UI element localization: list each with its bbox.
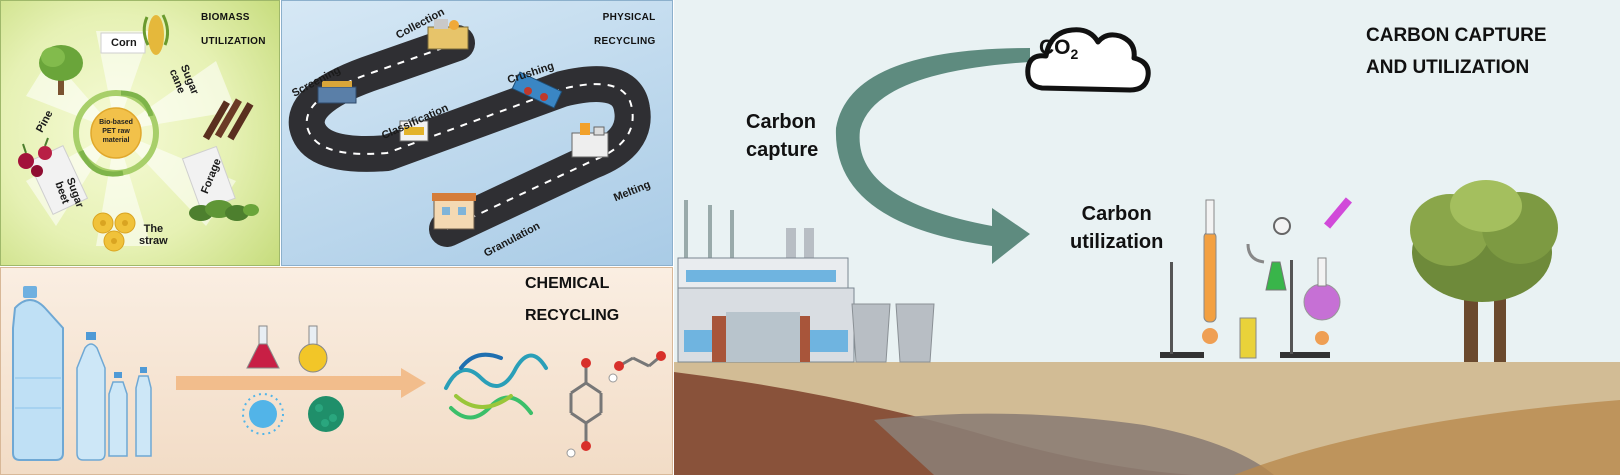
ccu-title-line1: CARBON CAPTURE	[1366, 25, 1547, 46]
corn-label: Corn	[111, 37, 137, 49]
yellow-flask-icon	[298, 325, 328, 373]
soil-layer-gray	[874, 413, 1274, 475]
biomass-title: BIOMASS UTILIZATION	[201, 6, 266, 54]
tree-icon	[39, 45, 83, 95]
physical-title-line2: RECYCLING	[594, 36, 656, 47]
center-label-line3: material	[102, 137, 130, 144]
center-label: Bio-based PET raw material	[99, 118, 133, 145]
center-disc	[90, 107, 142, 159]
co2-text: CO	[1039, 36, 1071, 59]
granulation-building-icon	[432, 193, 476, 230]
chemical-title: CHEMICAL RECYCLING	[525, 268, 619, 332]
carbon-capture-label-line1: Carbon	[746, 111, 816, 133]
biomass-title-line1: BIOMASS	[201, 12, 250, 23]
classification-station-icon	[399, 120, 429, 142]
process-arrow	[176, 368, 426, 398]
forage-icon	[189, 200, 259, 221]
ccu-title: CARBON CAPTURE AND UTILIZATION	[1366, 20, 1547, 84]
center-label-line1: Bio-based	[99, 119, 133, 126]
physical-title-line1: PHYSICAL	[602, 12, 656, 23]
chemical-title-line2: RECYCLING	[525, 307, 620, 324]
co2-subscript: 2	[1070, 46, 1079, 63]
chemical-illustration	[12, 286, 666, 461]
carbon-utilization-label-line2: utilization	[1070, 231, 1164, 253]
chemical-title-line1: CHEMICAL	[525, 275, 610, 292]
red-flask-icon	[246, 325, 280, 369]
ccu-illustration	[674, 27, 1620, 475]
sugar-beet-icon	[18, 137, 52, 177]
crushing-station-icon	[511, 71, 563, 109]
ccu-title-line2: AND UTILIZATION	[1366, 57, 1530, 78]
road-illustration	[288, 19, 651, 247]
melting-factory-icon	[571, 123, 609, 158]
biomass-illustration	[18, 14, 259, 252]
straw-label-line2: straw	[139, 235, 168, 247]
straw-label-line1: The	[143, 223, 164, 235]
factory-icon	[677, 200, 855, 363]
protein-structure-icon	[444, 352, 548, 420]
physical-title: PHYSICAL RECYCLING	[594, 6, 656, 54]
straw-bale-icon	[92, 212, 136, 252]
leaf-arrow-icon-2	[120, 90, 154, 117]
carbon-utilization-label: Carbon utilization	[1070, 200, 1163, 256]
medium-bottle-icon	[108, 372, 128, 457]
straw-label: The straw	[139, 223, 168, 247]
screening-station-icon	[317, 81, 357, 104]
biomass-utilization-panel: BIOMASS UTILIZATION Bio-based PET raw ma…	[0, 0, 280, 266]
large-bottle-icon	[76, 332, 106, 461]
carbon-capture-label-line2: capture	[746, 139, 819, 161]
collection-station-icon	[427, 19, 469, 50]
cycle-arrow-icon	[835, 48, 1030, 264]
corn-icon	[142, 14, 170, 55]
co2-cloud-icon	[1025, 27, 1151, 93]
center-label-line2: PET raw	[102, 128, 130, 135]
cooling-towers-icon	[851, 303, 935, 363]
enzyme-cluster-icon	[308, 396, 344, 432]
carbon-utilization-label-line1: Carbon	[1081, 203, 1152, 225]
soil-layer-orange	[1234, 400, 1620, 475]
tree-icon	[1410, 180, 1558, 362]
molecule-icon	[566, 351, 666, 458]
corn-card	[100, 32, 146, 54]
chemical-recycling-panel: CHEMICAL RECYCLING	[0, 267, 673, 475]
carbon-capture-label: Carbon capture	[746, 108, 818, 164]
biomass-title-line2: UTILIZATION	[201, 36, 266, 47]
small-bottle-icon	[135, 367, 152, 457]
co2-label: CO2	[1039, 36, 1078, 62]
physical-recycling-panel: PHYSICAL RECYCLING Collection Screening …	[281, 0, 673, 266]
leaf-arrow-icon	[78, 149, 124, 177]
sugarcane-icon	[202, 98, 254, 141]
lab-apparatus-icon	[1160, 197, 1352, 359]
bacteria-icon	[242, 393, 284, 435]
road-lane-markings	[305, 42, 634, 230]
water-jug-icon	[12, 286, 64, 461]
carbon-capture-panel: CO2 CARBON CAPTURE AND UTILIZATION Carbo…	[674, 0, 1620, 475]
